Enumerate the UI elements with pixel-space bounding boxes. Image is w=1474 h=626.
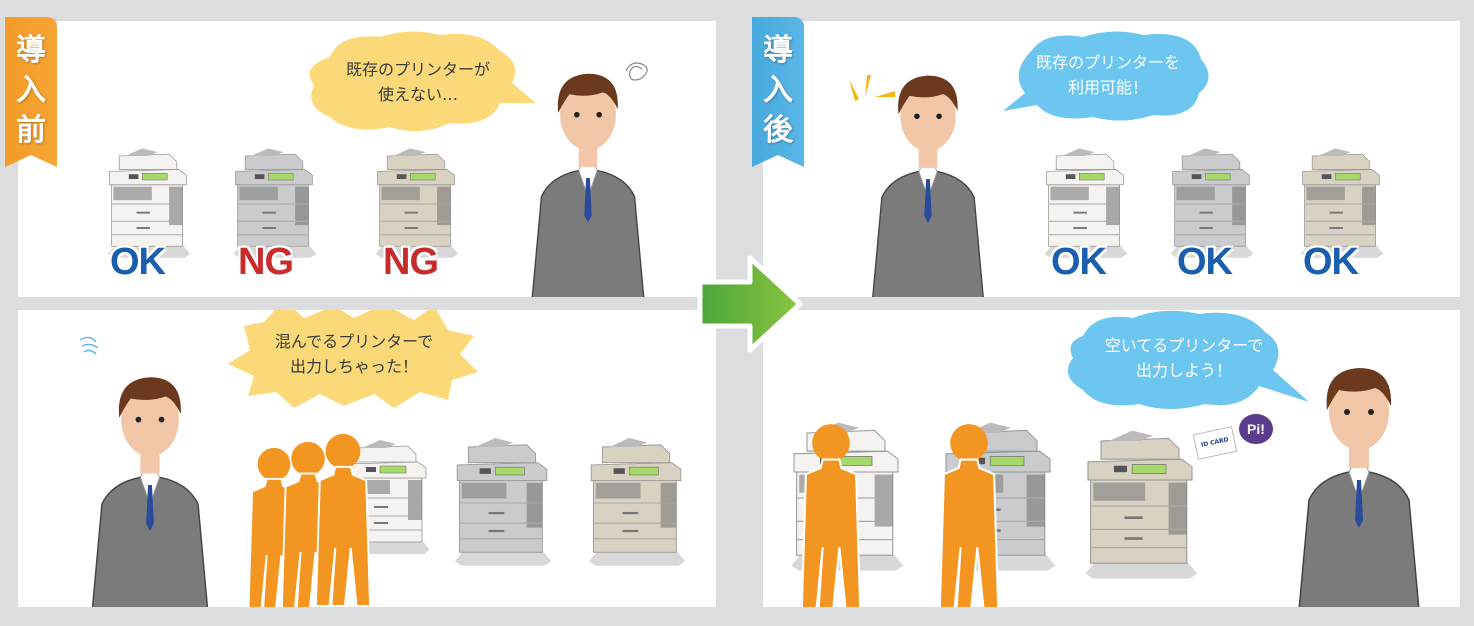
speech-text: 既存のプリンターが 使えない… [345,60,490,104]
transition-arrow-icon [697,255,803,353]
speech-text: 既存のプリンターを 利用可能！ [1035,53,1180,97]
queue-person-silhouette-icon [314,428,372,607]
before-ribbon-label: 導 入 前 [5,17,57,167]
status-badge-ok: OK [1303,241,1359,283]
status-badge-ok: OK [1051,241,1107,283]
ribbon-char: 入 [16,73,46,108]
status-badge-ok: OK [1177,241,1233,283]
speech-bubble-after-bottom: 空いてるプリンターで 出力しよう！ [1059,310,1309,410]
pi-sound-badge: Pi! [1239,414,1273,444]
queue-person-silhouette-icon [933,422,1005,607]
status-badge-ng: NG [383,241,439,283]
ribbon-char: 導 [763,33,793,68]
speech-text: 混んでるプリンターで 出力しちゃった！ [274,332,434,376]
status-badge-ng: NG [238,241,294,283]
ribbon-char: 入 [763,73,793,108]
queue-person-silhouette-icon [795,422,867,607]
ribbon-char: 導 [16,33,46,68]
speech-bubble-after-top: 既存のプリンターを 利用可能！ [1003,29,1213,121]
speech-bubble-before-top: 既存のプリンターが 使えない… [300,27,536,137]
printer-gray-icon [446,428,558,578]
ribbon-char: 後 [763,113,793,148]
sparkle-icon [849,75,895,101]
after-ribbon-label: 導 入 後 [752,17,804,167]
before-top-panel: 既存のプリンターが 使えない… OK NG NG [18,21,716,297]
speech-text: 空いてるプリンターで 出力しよう！ [1104,336,1264,380]
after-bottom-panel: 空いてるプリンターで 出力しよう！ ID CARD Pi! [763,310,1460,607]
printer-beige-icon [580,428,692,578]
after-top-panel: 既存のプリンターを 利用可能！ OK OK OK [763,21,1460,297]
status-badge-ok: OK [110,241,166,283]
confusion-scribble-icon [625,62,648,81]
ribbon-char: 前 [16,113,46,148]
speech-bubble-before-bottom: 混んでるプリンターで 出力しちゃった！ [224,310,484,412]
printer-beige-icon [1075,416,1205,596]
before-bottom-panel: 混んでるプリンターで 出力しちゃった！ [18,310,716,607]
sweat-mark-icon [79,336,99,355]
